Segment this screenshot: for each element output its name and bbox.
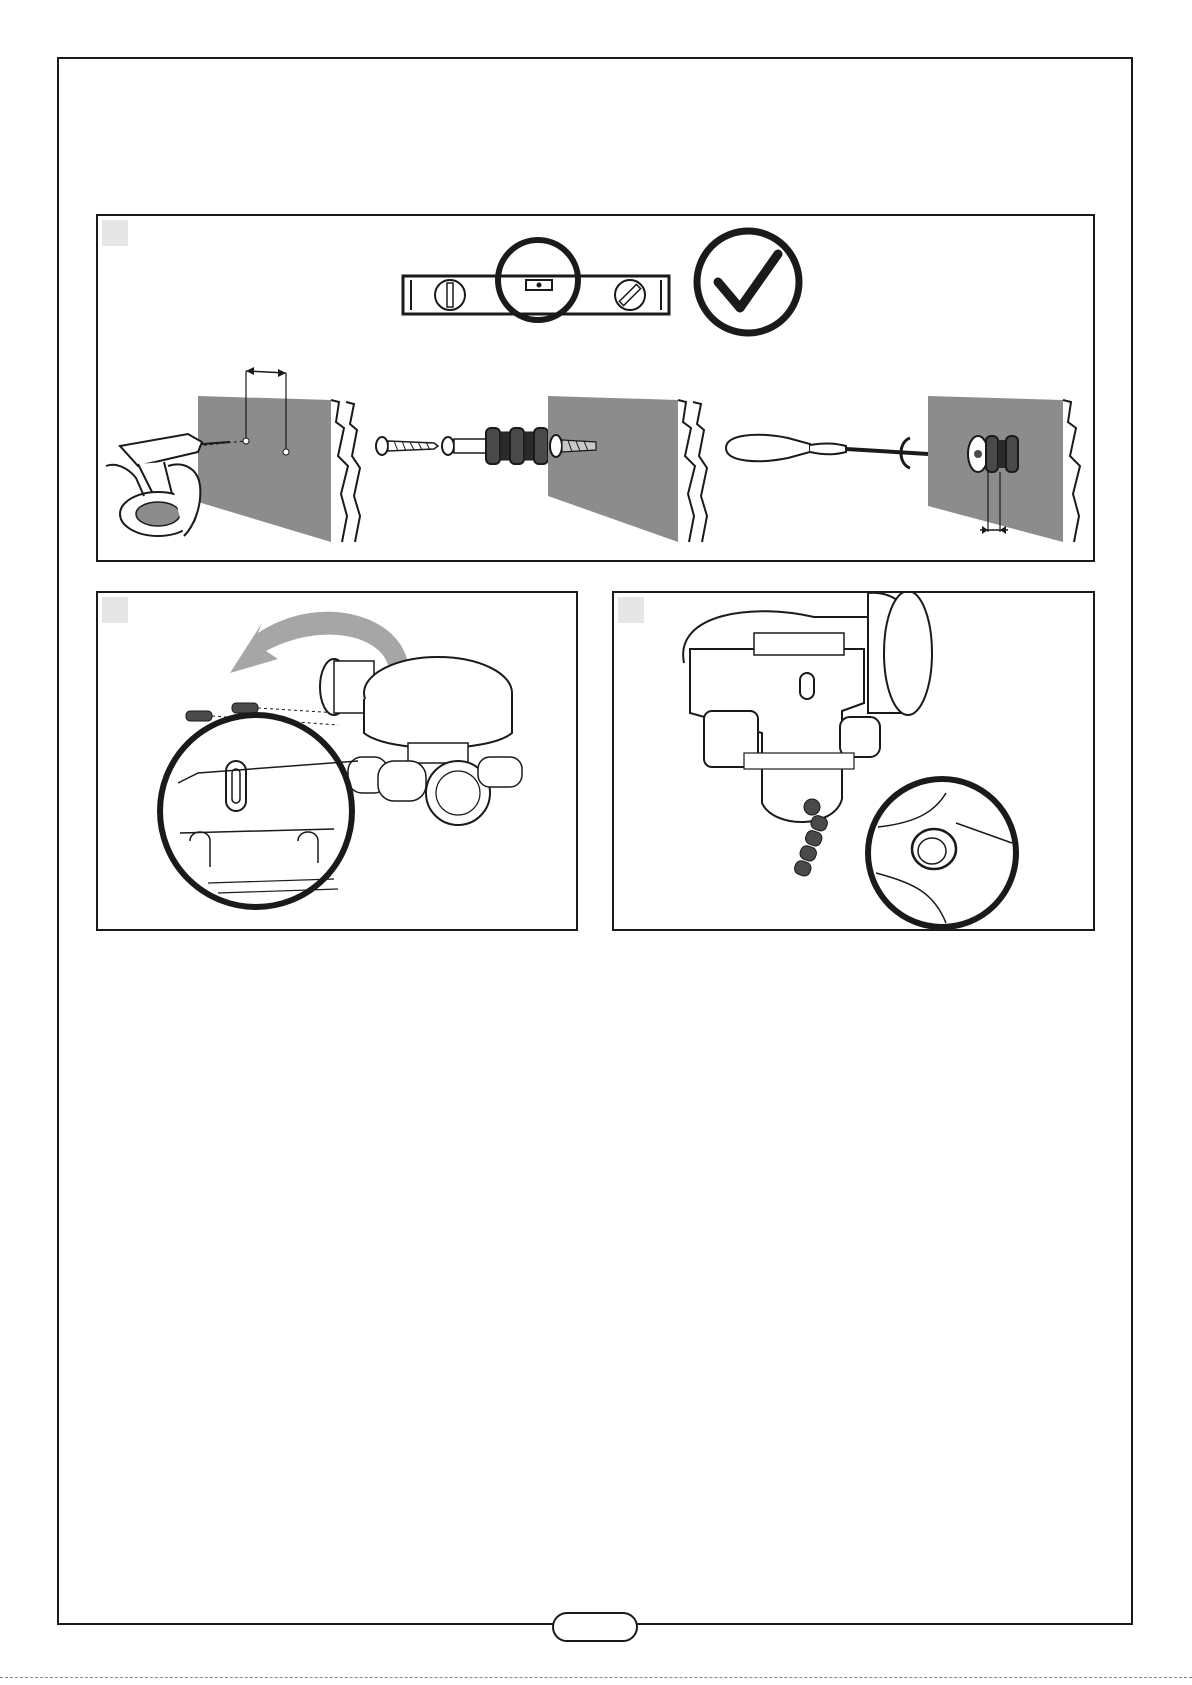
step-3-illustration	[614, 593, 1095, 931]
screw-kit-illustration	[376, 396, 707, 542]
page-number	[552, 1612, 638, 1642]
footer-divider	[0, 1677, 1192, 1678]
step-3-panel	[612, 591, 1095, 931]
step-1-panel	[96, 214, 1095, 562]
screw-hole-detail-zoom-icon	[868, 779, 1016, 927]
rotate-arrow-icon	[230, 612, 408, 673]
screwdriver-mount-illustration	[726, 396, 1080, 542]
drill-wall-illustration	[106, 367, 360, 542]
step-2-panel	[96, 591, 578, 931]
keyhole-detail-zoom-icon	[160, 715, 358, 907]
step-2-illustration	[98, 593, 578, 931]
check-mark-icon	[697, 231, 799, 333]
spirit-level-icon	[403, 240, 669, 320]
step-1-illustration	[98, 216, 1095, 562]
